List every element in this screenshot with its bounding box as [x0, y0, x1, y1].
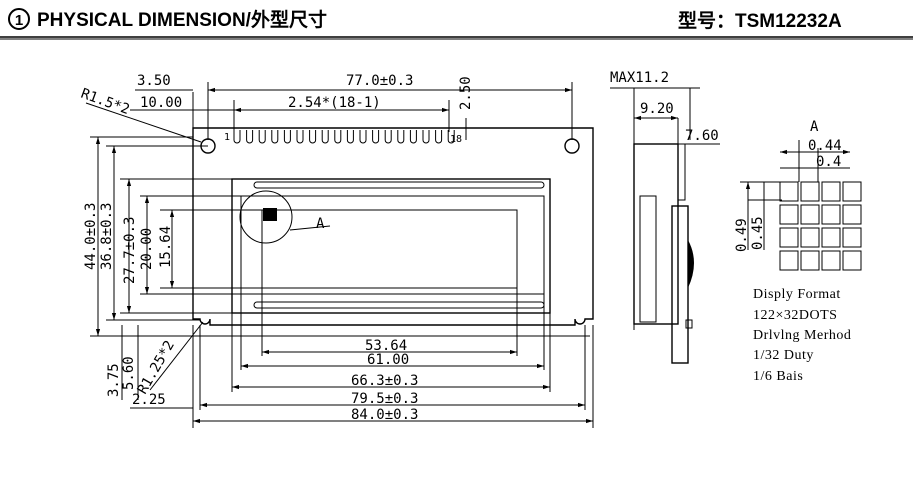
dim-1000: 10.00 [140, 95, 182, 111]
front-view: 1 18 A 77.0±0.3 3.50 10.00 2.54*(18-1) 2… [79, 73, 594, 428]
side-max-height: MAX11.2 [610, 70, 669, 86]
circle-number-badge [8, 8, 30, 30]
bezel-top-strip [253, 181, 545, 189]
pin-first-label: 1 [224, 132, 230, 143]
dot-cell [842, 227, 862, 248]
connector-pin [447, 130, 455, 144]
dot-cell [800, 250, 820, 271]
connector-pin [309, 130, 317, 144]
dim-225: 2.25 [132, 392, 166, 408]
connector-pin [359, 130, 367, 144]
dot-cell [842, 250, 862, 271]
connector-pin [409, 130, 417, 144]
side-dim-920: 9.20 [640, 101, 674, 117]
dim-840: 84.0±0.3 [351, 407, 418, 423]
dot-cell [821, 250, 841, 271]
dot-cell [800, 227, 820, 248]
pin-header [233, 130, 455, 144]
drawing-title: PHYSICAL DIMENSION/外型尺寸 [37, 8, 327, 31]
header: 1 PHYSICAL DIMENSION/外型尺寸 型号：TSM12232A [0, 8, 913, 40]
dot-cell [779, 204, 799, 225]
side-view: MAX11.2 9.20 7.60 [610, 70, 720, 364]
circle-number: 1 [15, 12, 23, 29]
dot-cell [842, 181, 862, 202]
dot-cell [842, 204, 862, 225]
connector-pin [422, 130, 430, 144]
active-area [261, 209, 518, 289]
detail-a: A 0.44 0.4 0.49 0.45 [734, 119, 862, 271]
note-dots: 122×32DOTS [753, 308, 837, 323]
connector-pin [246, 130, 254, 144]
radius-bottom: R1.25*2 [135, 338, 178, 397]
side-dim-760: 7.60 [685, 128, 719, 144]
dim-277: 27.7±0.3 [122, 217, 138, 284]
dim-77: 77.0±0.3 [346, 73, 413, 89]
pin-last-label: 18 [450, 134, 462, 145]
dim-5364: 53.64 [365, 338, 407, 354]
side-pcb [671, 205, 689, 364]
spec-notes: Disply Format 122×32DOTS Drlvlng Merhod … [753, 287, 851, 384]
detail-a-callout [239, 190, 293, 244]
dot-cell [779, 227, 799, 248]
connector-pin [283, 130, 291, 144]
connector-pin [435, 130, 443, 144]
lcd-bezel [231, 178, 551, 314]
radius-bottom-leader [149, 321, 204, 391]
dim-560: 5.60 [121, 356, 137, 390]
detail-dim-049: 0.49 [734, 218, 750, 252]
dot-cell [779, 181, 799, 202]
side-lcd-glass [633, 143, 679, 325]
detail-a-leader [289, 225, 331, 231]
dot-cell [779, 250, 799, 271]
model-label: 型号：TSM12232A [678, 9, 842, 32]
connector-pin [321, 130, 329, 144]
viewing-area [240, 195, 545, 295]
dot-cell [821, 204, 841, 225]
dot-cell [821, 181, 841, 202]
dot-cell [821, 227, 841, 248]
pcb-outline [192, 127, 594, 326]
detail-dim-044: 0.44 [808, 138, 842, 154]
connector-pin [372, 130, 380, 144]
connector-pin [258, 130, 266, 144]
dim-350: 3.50 [137, 73, 171, 89]
note-driving-method: Drlvlng Merhod [753, 328, 851, 343]
side-pin-block [677, 143, 686, 201]
connector-pin [397, 130, 405, 144]
note-display-format: Disply Format [753, 287, 841, 302]
connector-pin [296, 130, 304, 144]
dim-250: 2.50 [458, 76, 474, 110]
radius-top-leader [85, 102, 202, 143]
mount-hole-right [564, 138, 580, 154]
detail-a-title: A [810, 119, 819, 135]
dot-cell [800, 204, 820, 225]
connector-pin [346, 130, 354, 144]
note-duty: 1/32 Duty [753, 348, 814, 363]
dim-2000: 20.00 [139, 228, 155, 270]
dim-663: 66.3±0.3 [351, 373, 418, 389]
dim-44: 44.0±0.3 [83, 203, 99, 270]
radius-top: R1.5*2 [79, 86, 132, 118]
dim-pitch: 2.54*(18-1) [288, 95, 381, 111]
side-chip-bump [688, 240, 694, 288]
detail-a-dot [263, 208, 277, 221]
dim-795: 79.5±0.3 [351, 391, 418, 407]
bezel-bottom-strip [253, 301, 545, 309]
dim-368: 36.8±0.3 [99, 203, 115, 270]
dim-375: 3.75 [106, 363, 122, 397]
connector-pin [334, 130, 342, 144]
dot-cell [800, 181, 820, 202]
detail-dim-045: 0.45 [750, 216, 766, 250]
side-bezel-frame [639, 195, 657, 323]
detail-a-ref: A [316, 216, 325, 232]
dim-1564: 15.64 [158, 226, 174, 268]
connector-pin [233, 130, 241, 144]
connector-pin [384, 130, 392, 144]
detail-dim-04: 0.4 [816, 154, 841, 170]
note-bias: 1/6 Bais [753, 369, 803, 384]
connector-pin [271, 130, 279, 144]
dot-grid [779, 181, 862, 271]
dim-6100: 61.00 [367, 352, 409, 368]
